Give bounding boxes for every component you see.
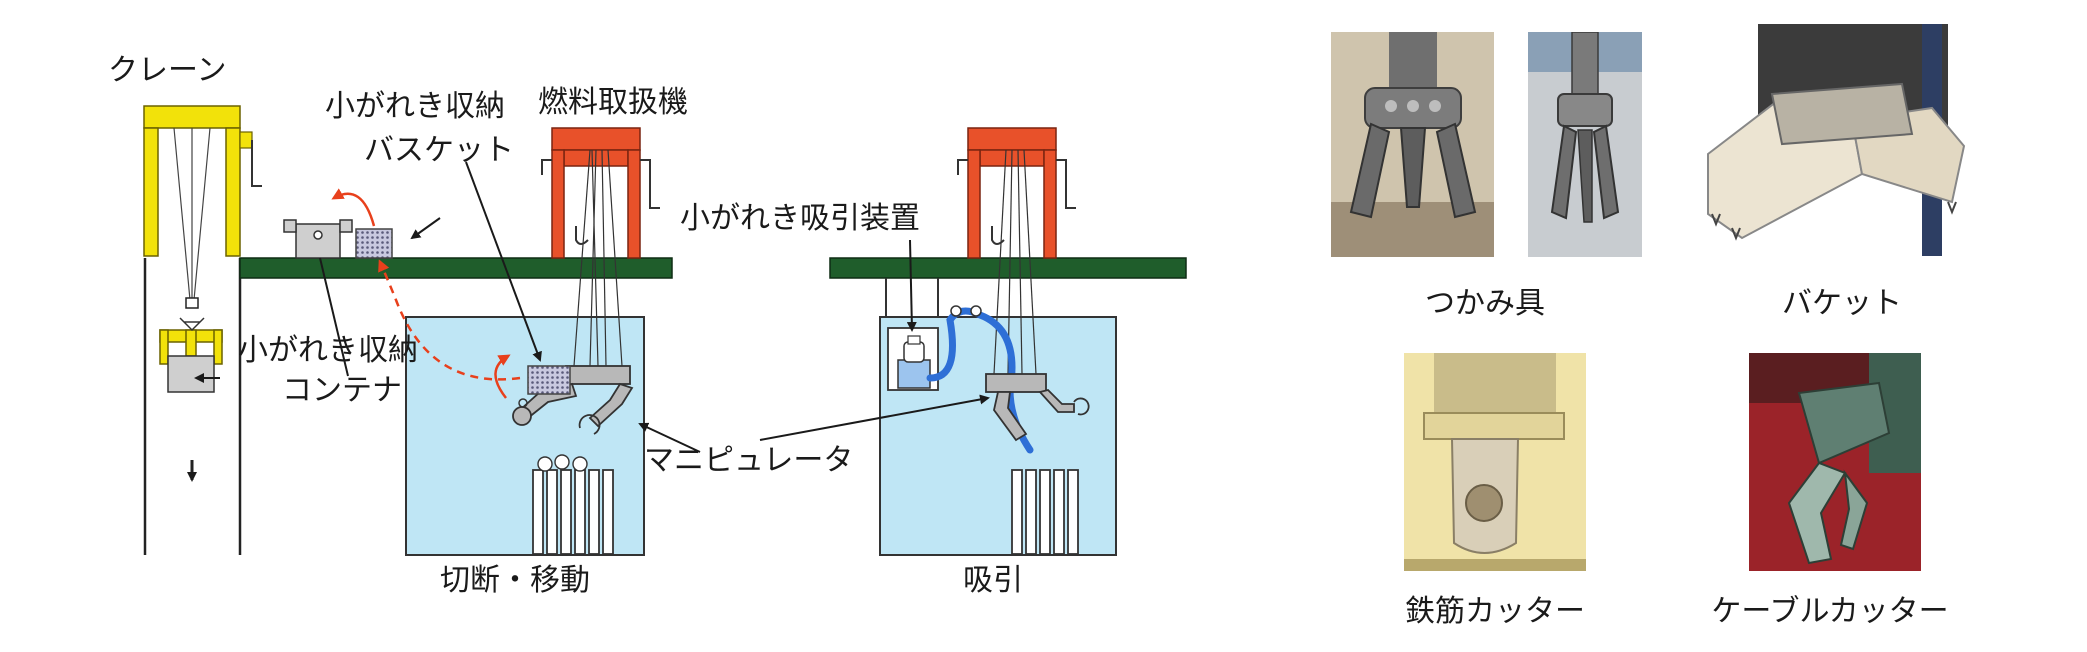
caption-rebar-cutter: 鉄筋カッター: [1405, 594, 1585, 629]
label-basket-line2: バスケット: [364, 133, 514, 168]
operating-floor-right: [829, 257, 1187, 279]
red-arrow-basket-to-container: [331, 188, 376, 227]
basket-on-floor: [355, 228, 393, 259]
pointer-basket-in-pool: [465, 161, 542, 362]
label-container-line1: 小がれき収納: [238, 333, 418, 368]
caption-grabber: つかみ具: [1425, 286, 1545, 321]
label-fuel-handler: 燃料取扱機: [538, 85, 688, 120]
photo-grabber-2: [1528, 32, 1642, 257]
red-dashed-arrow-pool-to-floor: [378, 259, 521, 381]
debris-on-rods: [537, 454, 588, 472]
label-crane: クレーン: [108, 53, 227, 88]
photo-cable-cutter: [1749, 353, 1921, 571]
pointer-manipulator-right: [759, 394, 990, 441]
pointer-basket: [410, 217, 441, 240]
pointer-suction-device: [906, 239, 917, 332]
basket-in-pool: [527, 365, 571, 395]
cut-move-scene: [143, 105, 701, 556]
label-basket-line1: 小がれき収納: [325, 89, 505, 124]
fuel-handling-machine: [541, 127, 660, 259]
label-suction: 吸引: [963, 563, 1023, 598]
pool-left: [405, 316, 645, 556]
label-cut-move: 切断・移動: [440, 563, 590, 598]
caption-bucket: バケット: [1782, 286, 1902, 321]
label-suction-device: 小がれき吸引装置: [680, 201, 920, 236]
caption-cable-cutter: ケーブルカッター: [1711, 594, 1949, 629]
fuel-rods-right: [1011, 469, 1079, 555]
suction-device: [887, 327, 939, 391]
manipulator-cables: [573, 149, 623, 367]
crane-gantry: [143, 105, 262, 482]
pointer-manipulator-left: [638, 422, 701, 453]
photo-grabber-1: [1331, 32, 1494, 257]
operating-floor: [239, 257, 673, 279]
container-on-floor: [283, 219, 353, 259]
pointer-container: [319, 257, 349, 377]
suction-scene: [759, 127, 1187, 556]
red-arrow-into-basket: [494, 354, 511, 399]
fuel-handling-machine-right: [957, 127, 1076, 259]
label-container-line2: コンテナ: [282, 373, 402, 408]
manipulator-right: [985, 373, 1090, 442]
photo-rebar-cutter: [1404, 353, 1586, 571]
photo-bucket: [1702, 24, 1972, 256]
label-manipulator: マニピュレータ: [644, 443, 853, 478]
